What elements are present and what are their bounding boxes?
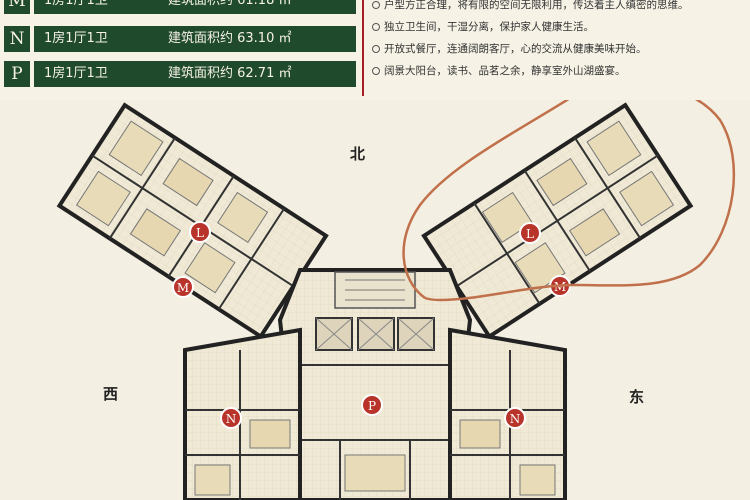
bullet-icon — [372, 45, 380, 53]
bullet-icon — [372, 23, 380, 31]
feature-item: 阔景大阳台，读书、品茗之余，静享室外山湖盛宴。 — [372, 60, 742, 82]
legend-layout-n: 1房1厅1卫 — [44, 31, 108, 46]
bullet-icon — [372, 1, 380, 9]
svg-text:M: M — [177, 281, 189, 295]
header-divider — [362, 0, 364, 96]
svg-text:N: N — [510, 412, 521, 426]
bullet-icon — [372, 67, 380, 75]
unit-marker-n-east: N — [504, 407, 526, 429]
nw-wing — [56, 102, 329, 340]
svg-text:M: M — [554, 280, 566, 294]
legend-row-n: N 1房1厅1卫 建筑面积约 63.10 ㎡ — [0, 26, 358, 52]
direction-north: 北 — [350, 145, 366, 163]
svg-text:L: L — [526, 227, 534, 241]
legend-layout-m: 1房1厅1卫 — [44, 0, 108, 8]
annotation-circle — [402, 82, 736, 302]
header: M 1房1厅1卫 建筑面积约 61.18 ㎡ N 1房1厅1卫 建筑面积约 63… — [0, 0, 750, 100]
floor-plan-drawing: L M L M N P N — [0, 82, 750, 500]
feature-list: 户型方正合理，将有限的空间无限利用，传达着主人缜密的思维。 独立卫生间，干湿分离… — [372, 0, 742, 82]
svg-text:P: P — [368, 399, 376, 413]
unit-marker-p-center: P — [361, 394, 383, 416]
central-core — [277, 268, 473, 500]
legend-badge-p: P — [4, 61, 30, 87]
feature-item: 开放式餐厅，连通阔朗客厅，心的交流从健康美味开始。 — [372, 38, 742, 60]
legend-area-m: 建筑面积约 61.18 ㎡ — [168, 0, 292, 8]
unit-marker-l-east: L — [519, 222, 541, 244]
legend-badge-n: N — [4, 26, 30, 52]
floor-plan: L M L M N P N 北 西 东 — [0, 82, 750, 500]
unit-marker-m-west: M — [172, 276, 194, 298]
legend-area-n: 建筑面积约 63.10 ㎡ — [168, 31, 292, 46]
legend-area-p: 建筑面积约 62.71 ㎡ — [168, 66, 292, 81]
svg-text:L: L — [196, 226, 204, 240]
direction-west: 西 — [103, 385, 119, 403]
feature-item: 户型方正合理，将有限的空间无限利用，传达着主人缜密的思维。 — [372, 0, 742, 16]
unit-marker-l-west: L — [189, 221, 211, 243]
unit-legend: M 1房1厅1卫 建筑面积约 61.18 ㎡ N 1房1厅1卫 建筑面积约 63… — [0, 0, 358, 100]
legend-layout-p: 1房1厅1卫 — [44, 66, 108, 81]
svg-text:N: N — [226, 412, 237, 426]
unit-marker-n-west: N — [220, 407, 242, 429]
feature-item: 独立卫生间，干湿分离，保护家人健康生活。 — [372, 16, 742, 38]
west-block — [183, 327, 302, 500]
direction-east: 东 — [629, 388, 645, 406]
legend-row-m: M 1房1厅1卫 建筑面积约 61.18 ㎡ — [0, 0, 358, 14]
legend-row-p: P 1房1厅1卫 建筑面积约 62.71 ㎡ — [0, 61, 358, 87]
legend-badge-m: M — [4, 0, 30, 14]
ne-wing — [421, 102, 694, 340]
